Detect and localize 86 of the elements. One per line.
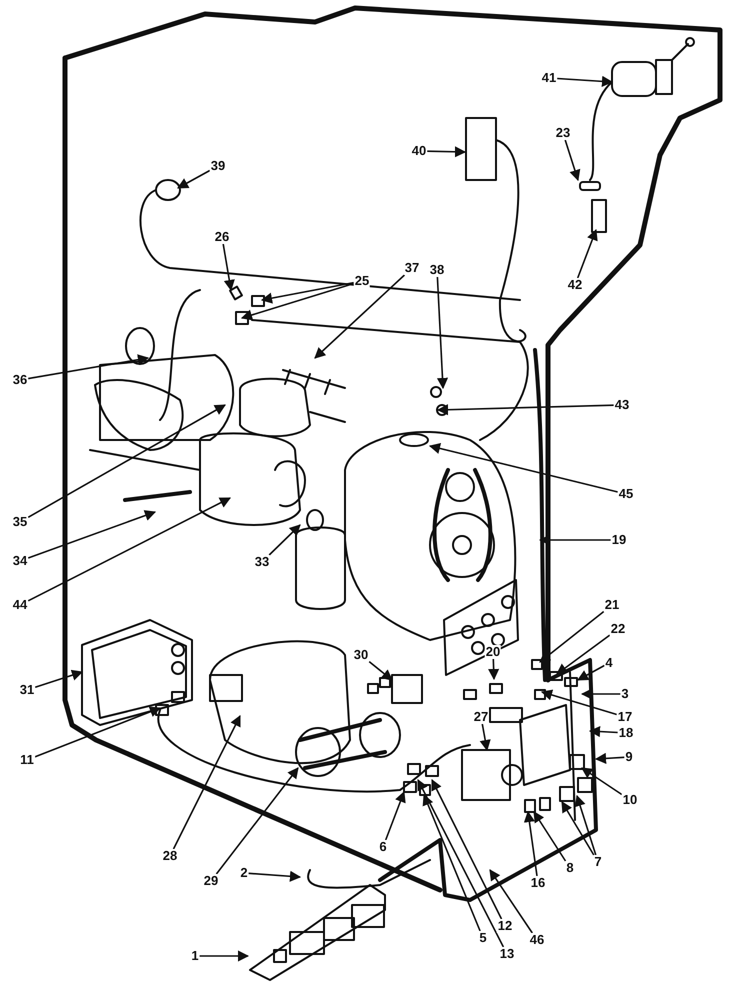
callout-number: 8	[565, 861, 575, 875]
leader-line	[240, 282, 354, 320]
callout-number: 13	[498, 947, 516, 961]
callout-number: 27	[472, 710, 490, 724]
leader-line	[556, 634, 610, 675]
leader-line	[368, 660, 393, 681]
callout-number: 31	[18, 683, 36, 697]
callout-number: 39	[210, 159, 226, 173]
leader-line	[260, 282, 354, 304]
leader-line	[436, 404, 614, 416]
callout-number: 45	[618, 487, 634, 501]
leader-line	[431, 779, 502, 920]
callout-number: 2	[239, 866, 249, 880]
leader-line	[384, 790, 406, 840]
leader-line	[436, 276, 448, 390]
leader-line	[427, 146, 466, 158]
leader-line	[172, 715, 241, 850]
callout-number: 25	[354, 274, 370, 288]
callout-number: 43	[614, 398, 630, 412]
callout-number: 35	[12, 515, 28, 529]
leader-line	[28, 497, 231, 602]
leader-line	[533, 811, 566, 862]
callout-number: 44	[12, 598, 28, 612]
callout-number: 12	[496, 919, 514, 933]
callout-number: 4	[604, 656, 614, 670]
callout-number: 7	[593, 855, 603, 869]
leader-line	[177, 170, 210, 189]
callout-number: 16	[530, 876, 546, 890]
leader-line	[248, 870, 302, 882]
leader-line	[577, 664, 605, 681]
leader-line	[540, 690, 618, 716]
callout-number: 23	[554, 126, 572, 140]
leader-line	[564, 140, 580, 182]
callout-number: 37	[404, 261, 420, 275]
callout-number: 21	[604, 598, 620, 612]
callout-number: 40	[410, 144, 428, 158]
leader-line	[594, 752, 624, 764]
callout-number: 5	[478, 931, 488, 945]
leader-line	[422, 794, 481, 932]
leader-line	[268, 524, 301, 556]
leader-line	[222, 244, 235, 292]
callout-number: 26	[214, 230, 230, 244]
callout-number: 6	[378, 840, 388, 854]
callout-number: 9	[624, 750, 634, 764]
leader-line	[417, 779, 504, 948]
callout-number: 10	[622, 793, 638, 807]
callout-number: 20	[484, 645, 502, 659]
callout-number: 42	[566, 278, 584, 292]
leader-line	[538, 534, 611, 546]
callout-number: 28	[162, 849, 178, 863]
callout-number: 29	[202, 874, 220, 888]
leader-line	[539, 610, 604, 663]
leader-line	[28, 404, 226, 518]
callout-number: 46	[528, 933, 546, 947]
callout-number: 30	[352, 648, 370, 662]
callout-number: 11	[19, 753, 35, 767]
leader-line	[216, 767, 299, 874]
callout-number: 3	[620, 687, 630, 701]
callout-number: 33	[254, 555, 270, 569]
leader-line	[34, 706, 162, 758]
leader-line	[28, 510, 156, 559]
leader-line	[488, 658, 500, 680]
leader-line	[581, 767, 622, 796]
leader-line	[314, 274, 406, 359]
callout-number: 36	[12, 373, 28, 387]
leader-line	[580, 688, 620, 700]
callout-number: 1	[190, 949, 200, 963]
callout-number: 34	[12, 554, 28, 568]
callout-number: 38	[428, 263, 446, 277]
leader-line	[574, 794, 597, 856]
callout-number: 17	[616, 710, 634, 724]
leader-line	[588, 726, 618, 738]
leader-line	[480, 724, 491, 752]
leader-line	[561, 801, 594, 856]
leader-line	[524, 810, 538, 876]
leader-line	[200, 950, 250, 962]
leader-line	[576, 228, 598, 278]
callout-number: 22	[610, 622, 626, 636]
leader-line	[34, 670, 84, 688]
leader-line	[28, 354, 150, 380]
leader-line	[428, 442, 618, 493]
leader-line	[489, 869, 533, 934]
callout-number: 18	[618, 726, 634, 740]
callout-number: 41	[540, 71, 558, 85]
leader-line	[557, 76, 614, 87]
callout-number: 19	[610, 533, 628, 547]
